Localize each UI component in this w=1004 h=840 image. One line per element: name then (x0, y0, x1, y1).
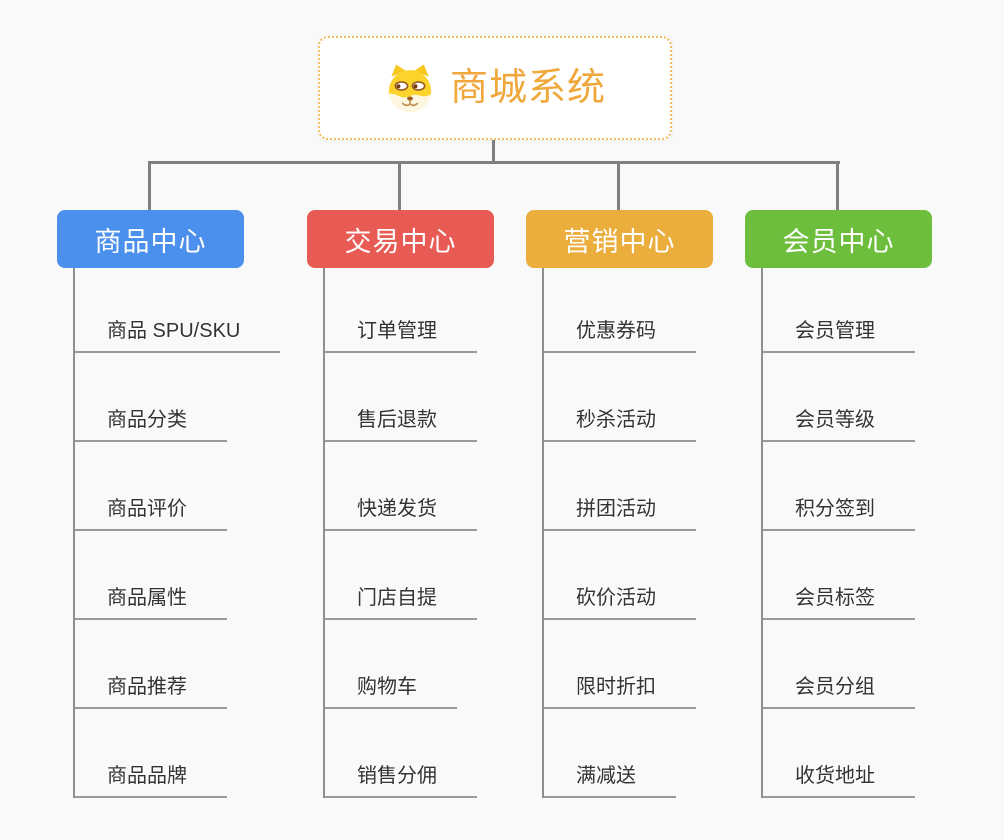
branch-label: 营销中心 (563, 226, 676, 257)
child-topic[interactable]: 购物车 (325, 620, 457, 709)
branch-label: 会员中心 (782, 226, 895, 257)
child-topic[interactable]: 限时折扣 (544, 620, 696, 709)
branch-product-center[interactable]: 商品中心 (57, 210, 244, 268)
shiba-dog-icon (388, 64, 432, 113)
children-member-center: 会员管理 会员等级 积分签到 会员标签 会员分组 收货地址 (761, 268, 915, 798)
branch-trade-center[interactable]: 交易中心 (307, 210, 494, 268)
child-topic[interactable]: 订单管理 (325, 268, 477, 353)
connector-bus (148, 161, 840, 164)
children-product-center: 商品 SPU/SKU 商品分类 商品评价 商品属性 商品推荐 商品品牌 (73, 268, 281, 798)
connector-drop-product (148, 162, 151, 210)
root-topic-title: 商城系统 (449, 67, 606, 109)
child-topic[interactable]: 会员分组 (763, 620, 915, 709)
connector-drop-member (836, 162, 839, 210)
child-topic[interactable]: 售后退款 (325, 353, 477, 442)
child-topic[interactable]: 秒杀活动 (544, 353, 696, 442)
child-topic[interactable]: 商品 SPU/SKU (75, 268, 281, 353)
child-topic[interactable]: 积分签到 (763, 442, 915, 531)
child-topic[interactable]: 商品分类 (75, 353, 227, 442)
branch-label: 商品中心 (94, 226, 207, 257)
root-topic[interactable]: 商城系统 (318, 36, 672, 140)
child-topic[interactable]: 拼团活动 (544, 442, 696, 531)
child-topic[interactable]: 会员管理 (763, 268, 915, 353)
child-topic[interactable]: 门店自提 (325, 531, 477, 620)
branch-member-center[interactable]: 会员中心 (745, 210, 932, 268)
branch-label: 交易中心 (344, 226, 457, 257)
child-topic[interactable]: 砍价活动 (544, 531, 696, 620)
branch-marketing-center[interactable]: 营销中心 (526, 210, 713, 268)
child-topic[interactable]: 优惠券码 (544, 268, 696, 353)
child-topic[interactable]: 商品评价 (75, 442, 227, 531)
child-topic[interactable]: 收货地址 (763, 709, 915, 798)
child-topic[interactable]: 商品推荐 (75, 620, 227, 709)
child-topic[interactable]: 满减送 (544, 709, 676, 798)
connector-root-stem (492, 140, 495, 163)
connector-drop-trade (398, 162, 401, 210)
child-topic[interactable]: 销售分佣 (325, 709, 477, 798)
children-marketing-center: 优惠券码 秒杀活动 拼团活动 砍价活动 限时折扣 满减送 (542, 268, 696, 798)
child-topic[interactable]: 会员等级 (763, 353, 915, 442)
child-topic[interactable]: 商品属性 (75, 531, 227, 620)
child-topic[interactable]: 商品品牌 (75, 709, 227, 798)
child-topic[interactable]: 会员标签 (763, 531, 915, 620)
child-topic[interactable]: 快递发货 (325, 442, 477, 531)
connector-drop-marketing (617, 162, 620, 210)
children-trade-center: 订单管理 售后退款 快递发货 门店自提 购物车 销售分佣 (323, 268, 477, 798)
